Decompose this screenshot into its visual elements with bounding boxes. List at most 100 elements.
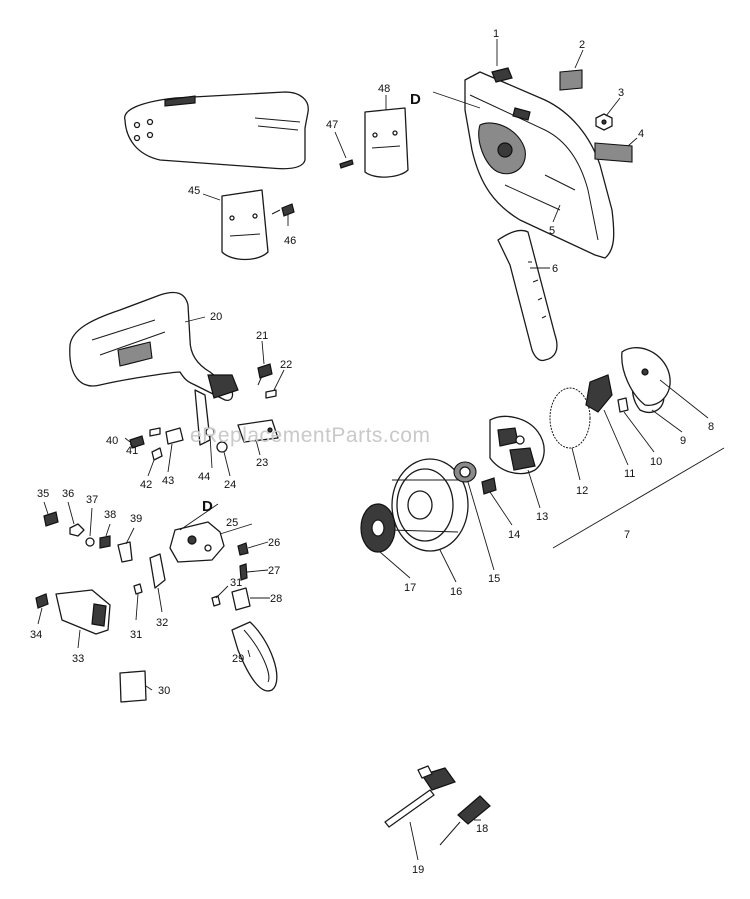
callout-17: 17	[404, 582, 416, 594]
bolt-35	[43, 511, 59, 527]
callout-43: 43	[162, 475, 174, 487]
bearing-15	[453, 461, 477, 483]
callout-47: 47	[326, 119, 338, 131]
hub-11	[585, 374, 613, 413]
spring-12	[549, 387, 591, 449]
callout-16: 16	[450, 586, 462, 598]
hand-guard-20	[69, 291, 239, 446]
callout-11: 11	[624, 468, 635, 480]
label-30	[119, 670, 147, 703]
cap-26	[237, 542, 249, 556]
callout-48: 48	[378, 83, 390, 95]
guide-plate-48	[364, 107, 409, 178]
nut-1	[491, 67, 513, 83]
screw-14	[481, 477, 497, 495]
chain-guide-6	[497, 229, 558, 362]
callout-34: 34	[30, 629, 42, 641]
callout-25: 25	[226, 517, 238, 529]
callout-4: 4	[638, 128, 644, 140]
sprocket-17	[360, 503, 396, 553]
sprocket-cover-5	[464, 71, 615, 259]
callout-41: 41	[126, 445, 138, 457]
callout-6: 6	[552, 263, 558, 275]
clutch-shoes-13	[489, 415, 545, 475]
label-4	[594, 142, 633, 163]
callout-labels: 1 2 3 4 5 6 7 8 9 10 11 12 13 14 15 16 1…	[30, 28, 714, 876]
callout-28: 28	[270, 593, 282, 605]
callout-31a: 31	[230, 577, 242, 589]
callout-39: 39	[130, 513, 142, 525]
callout-21: 21	[256, 330, 268, 342]
callout-27: 27	[268, 565, 280, 577]
callout-18: 18	[476, 823, 488, 835]
screw-46	[271, 203, 295, 217]
screw-47	[339, 159, 354, 169]
callout-5: 5	[549, 225, 555, 237]
brake-plate-25	[169, 521, 225, 563]
lever-32	[149, 553, 166, 589]
leader-lines	[37, 39, 725, 861]
callout-13: 13	[536, 511, 548, 523]
callout-20: 20	[210, 311, 222, 323]
callout-40: 40	[106, 435, 118, 447]
callout-3: 3	[618, 87, 624, 99]
callout-42: 42	[140, 479, 152, 491]
callout-8: 8	[708, 421, 714, 433]
lever-23	[237, 419, 279, 443]
bushing-43	[165, 427, 184, 445]
washer-10	[617, 397, 629, 413]
callout-45: 45	[188, 185, 200, 197]
pin-31-right	[211, 595, 221, 607]
screwdriver-18	[439, 795, 491, 846]
callout-46: 46	[284, 235, 296, 247]
callout-19: 19	[412, 864, 424, 876]
scrench-19	[384, 765, 456, 828]
bar-cover	[124, 91, 309, 170]
spring-38	[99, 535, 111, 549]
callout-24: 24	[224, 479, 236, 491]
callout-31b: 31	[130, 629, 142, 641]
callout-44: 44	[198, 471, 210, 483]
screw-34	[35, 593, 49, 609]
reference-mark-d-top: D	[410, 91, 421, 108]
callout-35: 35	[37, 488, 49, 500]
callout-1: 1	[493, 28, 499, 40]
pin-22	[265, 389, 277, 399]
spring-41	[149, 427, 161, 437]
reference-mark-d-brake: D	[202, 498, 213, 515]
pin-42	[151, 447, 163, 461]
callout-29: 29	[232, 653, 244, 665]
callout-32: 32	[156, 617, 168, 629]
nut-3	[595, 113, 613, 131]
pin-31-left	[133, 583, 143, 595]
callout-10: 10	[650, 456, 662, 468]
clutch-drum-16	[389, 458, 469, 552]
callout-15: 15	[488, 573, 500, 585]
callout-33: 33	[72, 653, 84, 665]
bracket-28	[231, 587, 251, 611]
callout-26: 26	[268, 537, 280, 549]
watermark: eReplacementParts.com	[190, 424, 430, 447]
callout-12: 12	[576, 485, 588, 497]
callout-22: 22	[280, 359, 292, 371]
callout-36: 36	[62, 488, 74, 500]
nut-36	[69, 523, 85, 537]
label-2	[559, 69, 583, 91]
brake-band-29	[231, 621, 278, 692]
callout-2: 2	[579, 39, 585, 51]
callout-9: 9	[680, 435, 686, 447]
callout-38: 38	[104, 509, 116, 521]
washer-24	[216, 441, 228, 453]
callout-7: 7	[624, 529, 630, 541]
guide-plate-45	[221, 189, 269, 261]
callout-23: 23	[256, 457, 268, 469]
washer-37	[85, 537, 95, 547]
callout-14: 14	[508, 529, 520, 541]
callout-30: 30	[158, 685, 170, 697]
plate-8	[621, 347, 671, 406]
cover-33	[55, 589, 111, 635]
bolt-21	[257, 363, 273, 386]
spring-27	[239, 563, 248, 581]
lever-39	[117, 541, 133, 563]
